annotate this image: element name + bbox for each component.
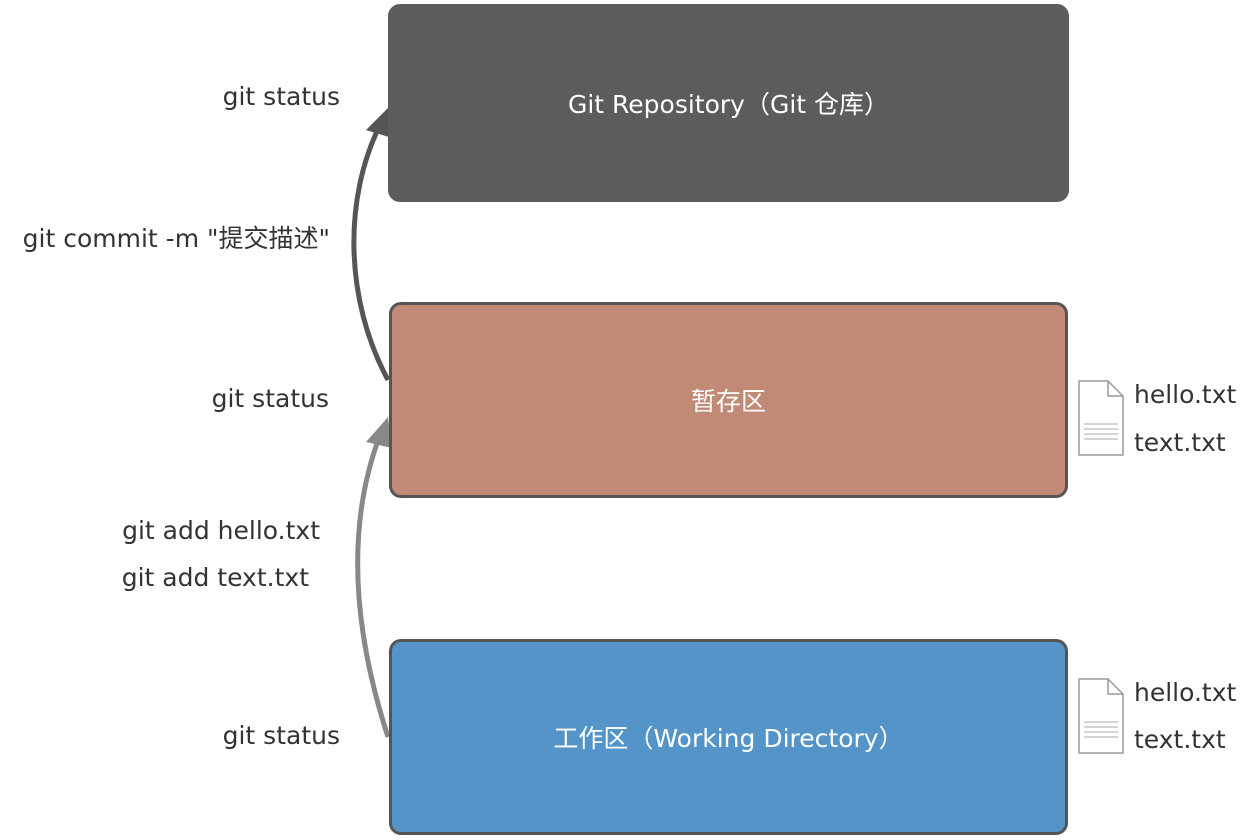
git-status-top: git status [222,82,340,111]
working-directory-label: 工作区（Working Directory） [553,724,904,753]
staging-area-box: 暂存区 [389,302,1068,498]
staging-file-hello: hello.txt [1134,380,1237,409]
git-repository-label: Git Repository（Git 仓库） [567,90,890,119]
staging-file-text: text.txt [1134,428,1226,457]
git-commit-command: git commit -m "提交描述" [22,224,330,253]
git-add-text-command: git add text.txt [121,563,309,592]
git-status-middle: git status [211,384,329,413]
commit-arrow [351,123,391,382]
staging-file-icon [1078,380,1124,456]
git-status-bottom: git status [222,721,340,750]
staging-area-label: 暂存区 [690,387,766,416]
working-file-hello: hello.txt [1134,678,1237,707]
git-repository-box: Git Repository（Git 仓库） [388,4,1069,202]
add-arrow [355,434,391,738]
working-directory-box: 工作区（Working Directory） [389,639,1068,835]
git-add-hello-command: git add hello.txt [122,516,320,545]
commit-arrow-head [366,106,392,138]
add-arrow-head [366,417,392,448]
working-file-text: text.txt [1134,725,1226,754]
working-file-icon [1078,678,1124,754]
